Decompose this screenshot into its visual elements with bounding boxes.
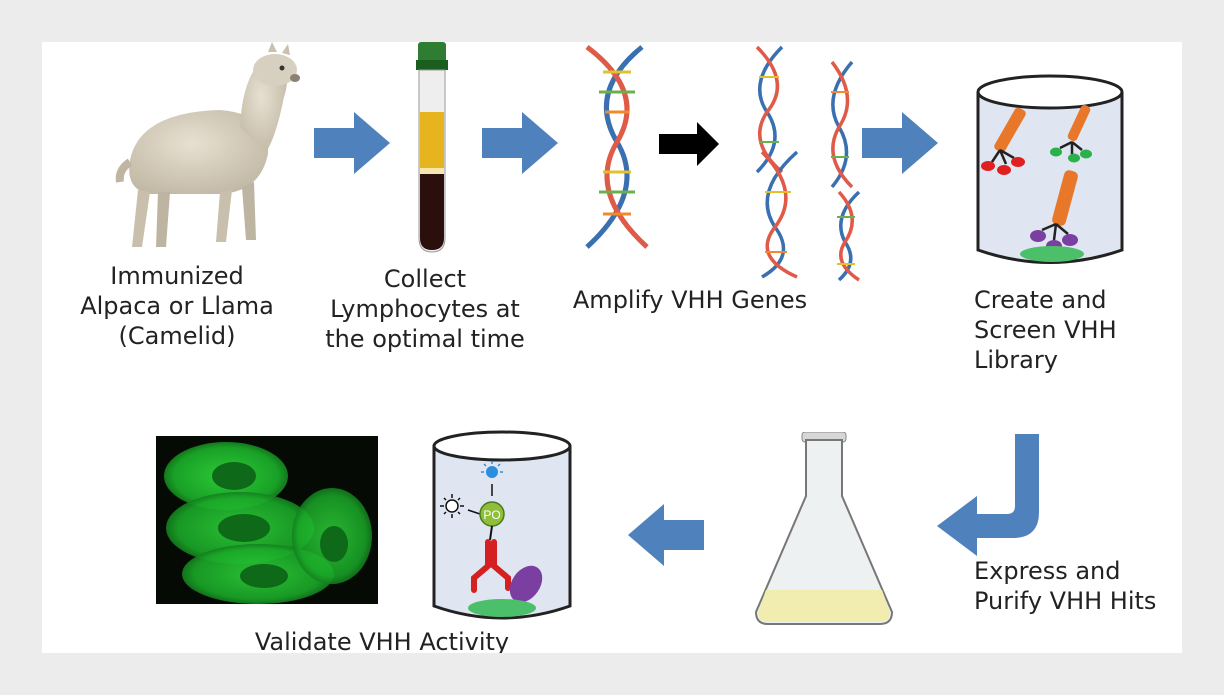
left-arrow — [628, 504, 704, 566]
light-signal-icon — [481, 461, 503, 478]
sun-icon — [440, 494, 464, 518]
label-library: Create and Screen VHH Library — [974, 285, 1117, 375]
antibody-icon — [471, 539, 511, 593]
vhh-antibody-red — [981, 107, 1026, 175]
alpaca-illustration — [115, 42, 300, 247]
assay-jar-icon: PO — [432, 430, 572, 620]
library-jar-icon — [976, 74, 1124, 264]
label-immunize-line3: (Camelid) — [118, 322, 236, 350]
diagram-panel: PO Immunized Alpaca or Llama (Camelid) C — [42, 42, 1182, 653]
po-label: PO — [483, 508, 500, 522]
curved-arrow — [937, 434, 1039, 556]
label-collect-line2: Lymphocytes at — [330, 295, 520, 323]
label-validate-line1: Validate VHH Activity — [254, 628, 510, 653]
label-collect: Collect Lymphocytes at the optimal time — [310, 264, 540, 354]
dna-helix-small — [755, 45, 861, 282]
label-library-line3: Library — [974, 346, 1058, 374]
right-arrow-2 — [482, 112, 558, 174]
label-amplify: Amplify VHH Genes — [550, 285, 830, 315]
label-immunize: Immunized Alpaca or Llama (Camelid) — [62, 261, 292, 351]
label-immunize-line2: Alpaca or Llama — [80, 292, 274, 320]
cell-fluorescence-image — [156, 436, 378, 604]
vhh-antibody-green — [1050, 104, 1092, 163]
label-library-line2: Screen VHH — [974, 316, 1117, 344]
dna-helix-large — [585, 45, 649, 249]
label-collect-line1: Collect — [383, 265, 467, 293]
label-express-line2: Purify VHH Hits — [974, 587, 1157, 615]
vhh-antibody-purple — [1030, 170, 1078, 252]
label-validate: Validate VHH Activity — [192, 627, 572, 653]
blood-tube-icon — [416, 42, 448, 253]
label-library-line1: Create and — [974, 286, 1107, 314]
dna-amplification-icon — [585, 45, 861, 282]
label-express-line1: Express and — [974, 557, 1121, 585]
right-arrow-3 — [862, 112, 938, 174]
flask-icon — [754, 432, 894, 625]
label-immunize-line1: Immunized — [110, 262, 244, 290]
right-arrow-1 — [314, 112, 390, 174]
label-amplify-line1: Amplify VHH Genes — [572, 286, 808, 314]
label-express: Express and Purify VHH Hits — [974, 556, 1156, 616]
label-collect-line3: the optimal time — [325, 325, 525, 353]
